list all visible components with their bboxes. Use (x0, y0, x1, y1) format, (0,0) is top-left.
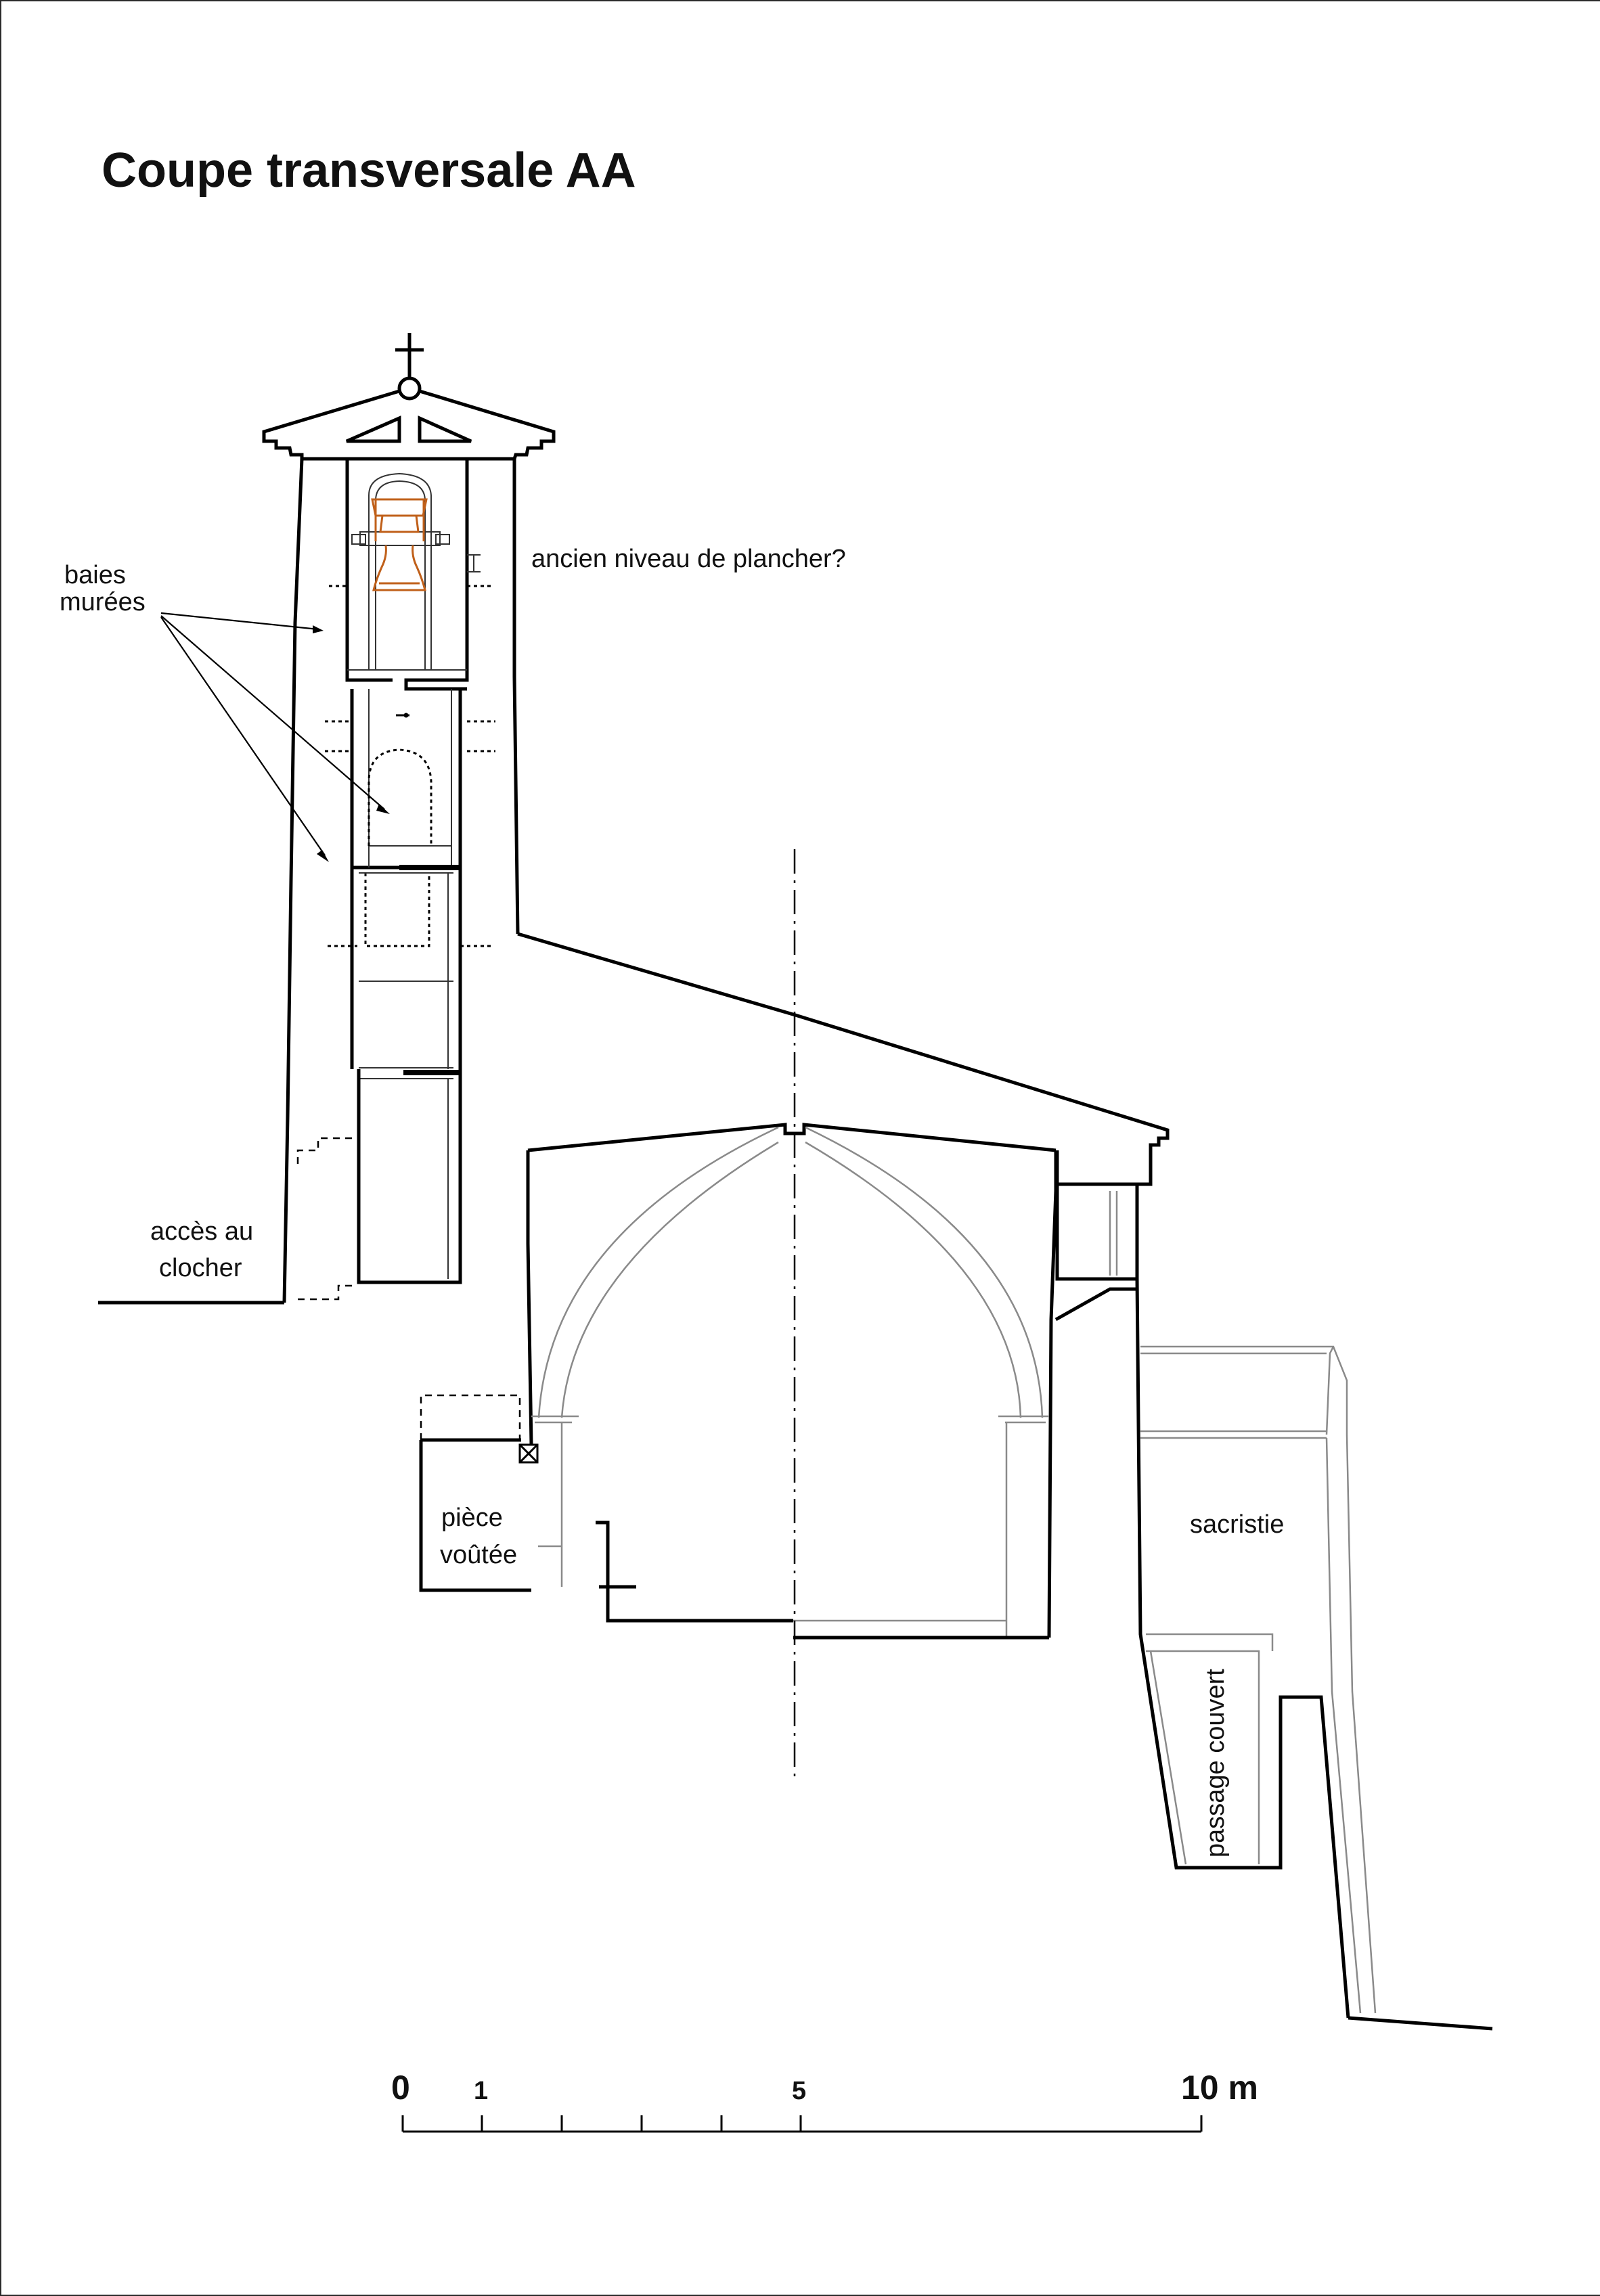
label-baies: baies (64, 561, 126, 589)
scale-tick-1: 1 (474, 2077, 488, 2105)
bell-icon (371, 498, 428, 591)
label-acces: accès au (150, 1217, 253, 1246)
label-sacristie: sacristie (1190, 1510, 1284, 1539)
label-piece: pièce (441, 1504, 503, 1532)
label-murees: murées (60, 588, 146, 616)
label-passage-couvert: passage couvert (1201, 1669, 1230, 1858)
sacristy (1054, 1184, 1493, 2031)
scale-tick-5: 5 (792, 2077, 806, 2105)
label-clocher: clocher (159, 1254, 242, 1282)
drawing-title: Coupe transversale AA (102, 143, 636, 198)
bell-tower (98, 333, 556, 1305)
nave (517, 932, 1170, 1640)
annotations: baies murées ancien niveau de plancher? … (60, 545, 1284, 1858)
label-ancien-niveau: ancien niveau de plancher? (531, 545, 846, 573)
scale-bar: 0 1 5 10 m (391, 2069, 1258, 2133)
scale-tick-0: 0 (391, 2069, 410, 2107)
vaulted-room (419, 1394, 562, 1592)
scale-tick-10: 10 m (1181, 2069, 1258, 2107)
label-voutee: voûtée (440, 1541, 517, 1569)
